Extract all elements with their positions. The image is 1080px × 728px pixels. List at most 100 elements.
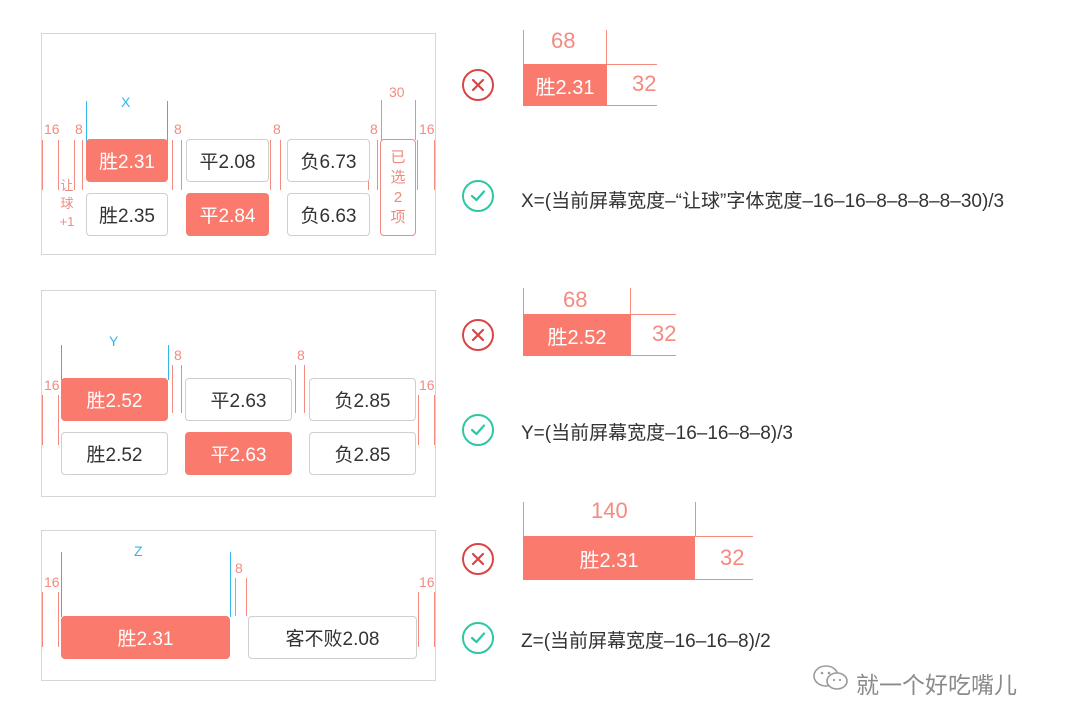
check-circle-icon	[462, 180, 494, 212]
dim-line	[630, 288, 631, 319]
odds-button-away-not-lose[interactable]: 客不败2.08	[248, 616, 417, 659]
dim-line	[607, 64, 657, 65]
side-char: 2	[393, 189, 403, 206]
odds-button-win[interactable]: 胜2.35	[86, 193, 168, 236]
width-label-z: Z	[134, 543, 143, 559]
dim-line	[434, 592, 435, 647]
dim-line	[230, 552, 231, 617]
dim-line	[58, 592, 59, 647]
formula-y: Y=(当前屏幕宽度–16–16–8–8)/3	[521, 423, 793, 444]
dim-line	[172, 140, 173, 190]
dim-line	[377, 140, 378, 190]
odds-button-draw[interactable]: 平2.63	[185, 378, 292, 421]
side-char: 已	[390, 149, 406, 166]
gap-label: 8	[174, 347, 182, 363]
height-value: 32	[720, 545, 745, 570]
gap-label: 8	[297, 347, 305, 363]
odds-button-draw[interactable]: 平2.08	[186, 139, 269, 182]
dim-line	[42, 395, 43, 445]
dim-line	[270, 140, 271, 190]
dim-line	[418, 592, 419, 647]
width-value: 68	[563, 287, 588, 312]
odds-button-lose[interactable]: 负6.73	[287, 139, 370, 182]
gap-label: 8	[273, 121, 281, 137]
dim-line	[58, 140, 59, 190]
rangqiu-char: +1	[59, 214, 75, 229]
odds-button-draw[interactable]: 平2.63	[185, 432, 292, 475]
dim-line	[280, 140, 281, 190]
dim-line	[606, 30, 607, 65]
formula-z: Z=(当前屏幕宽度–16–16–8)/2	[521, 631, 771, 652]
rangqiu-char: 让	[60, 178, 74, 193]
dim-line	[381, 100, 382, 140]
margin-left-label: 16	[44, 574, 60, 590]
watermark-text: 就一个好吃嘴儿	[856, 672, 1017, 698]
side-width-label: 30	[389, 84, 405, 100]
dim-line	[61, 345, 62, 380]
dim-line	[304, 365, 305, 413]
dim-line	[631, 355, 676, 356]
dim-line	[181, 140, 182, 190]
dim-line	[523, 502, 524, 537]
dim-line	[86, 101, 87, 146]
formula-x: X=(当前屏幕宽度–“让球”字体宽度–16–16–8–8–8–8–30)/3	[521, 191, 1005, 212]
gap-label: 8	[235, 560, 243, 576]
margin-left-label: 16	[44, 377, 60, 393]
check-circle-icon	[462, 622, 494, 654]
rangqiu-label: 让 球 +1	[57, 177, 77, 231]
height-value: 32	[632, 71, 657, 96]
odds-button-lose[interactable]: 负2.85	[309, 378, 416, 421]
dim-line	[172, 365, 173, 413]
dim-line	[246, 578, 247, 616]
dim-line	[295, 365, 296, 413]
odds-button-lose[interactable]: 负6.63	[287, 193, 370, 236]
dim-line	[167, 101, 168, 146]
width-value: 140	[591, 498, 628, 523]
dim-line	[168, 345, 169, 380]
dim-line	[181, 365, 182, 413]
dim-line	[631, 314, 676, 315]
dim-line	[523, 30, 524, 65]
odds-button-draw[interactable]: 平2.84	[186, 193, 269, 236]
x-circle-icon	[462, 543, 494, 575]
dim-line	[695, 536, 753, 537]
wechat-icon	[812, 664, 850, 697]
margin-right-label: 16	[419, 574, 435, 590]
margin-right-label: 16	[419, 121, 435, 137]
sample-button: 胜2.31	[523, 64, 607, 106]
width-label-y: Y	[109, 333, 119, 349]
height-value: 32	[652, 321, 677, 346]
selected-count-button[interactable]: 已 选 2 项	[380, 139, 416, 236]
width-value: 68	[551, 28, 576, 53]
dim-line	[695, 579, 753, 580]
dim-line	[42, 592, 43, 647]
odds-button-win[interactable]: 胜2.52	[61, 378, 168, 421]
dim-line	[61, 552, 62, 617]
dim-line	[415, 100, 416, 140]
rangqiu-char: 球	[60, 196, 74, 211]
margin-right-label: 16	[419, 377, 435, 393]
side-char: 选	[390, 169, 406, 186]
dim-line	[82, 140, 83, 190]
gap-label: 8	[174, 121, 182, 137]
dim-line	[434, 140, 435, 190]
check-circle-icon	[462, 414, 494, 446]
odds-button-win[interactable]: 胜2.31	[61, 616, 230, 659]
side-char: 项	[390, 209, 406, 226]
x-circle-icon	[462, 69, 494, 101]
odds-button-win[interactable]: 胜2.31	[86, 139, 168, 182]
dim-line	[434, 395, 435, 445]
dim-line	[523, 288, 524, 319]
dim-line	[42, 140, 43, 190]
sample-button: 胜2.31	[523, 536, 695, 580]
odds-button-lose[interactable]: 负2.85	[309, 432, 416, 475]
dim-line	[607, 105, 657, 106]
dim-line	[418, 395, 419, 445]
gap-label: 8	[370, 121, 378, 137]
dim-line	[695, 502, 696, 537]
dim-line	[417, 140, 418, 190]
width-label-x: X	[121, 94, 131, 110]
dim-line	[235, 578, 236, 616]
odds-button-win[interactable]: 胜2.52	[61, 432, 168, 475]
x-circle-icon	[462, 319, 494, 351]
